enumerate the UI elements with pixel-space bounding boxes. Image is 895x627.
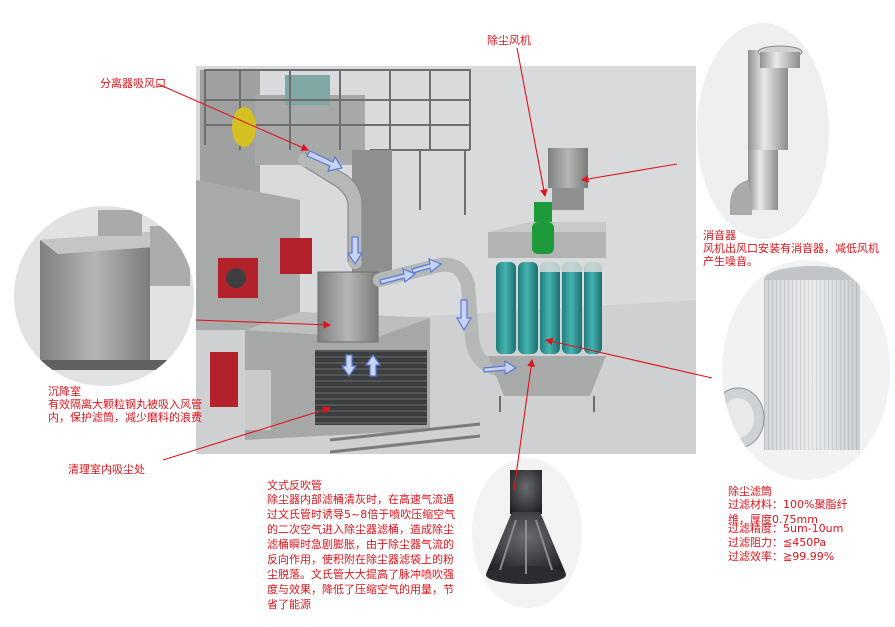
filter-cartridge-inset — [722, 260, 890, 480]
filter-precision-spec: 过滤精度：5um-10um — [728, 522, 844, 535]
silencer-inset — [697, 23, 829, 239]
silencer-desc-line2: 产生噪音。 — [703, 255, 758, 268]
cleaning-room-suction-label: 清理室内吸尘处 — [68, 463, 145, 476]
settling-chamber-desc-line2: 内，保护滤筒，减少磨料的浪费 — [48, 411, 202, 424]
filter-cartridges — [496, 262, 602, 354]
dust-fan-label: 除尘风机 — [487, 34, 531, 47]
airflow-arrows — [306, 150, 518, 378]
separator-inlet-label: 分离器吸风口 — [100, 77, 166, 90]
venturi-description: 除尘器内部滤桶清灰时，在高速气流通过文氏管时诱导5~8倍于喷吹压缩空气的二次空气… — [267, 493, 456, 611]
settling-chamber-inset — [14, 206, 194, 386]
settling-chamber-desc-line1: 有效隔离大颗粒钢丸被吸入风管 — [48, 398, 202, 411]
filter-cartridge-title: 除尘滤筒 — [728, 485, 772, 498]
silencer-title: 消音器 — [703, 229, 736, 242]
silencer-desc-line1: 风机出风口安装有消音器，减低风机 — [703, 242, 879, 255]
filter-material-spec: 过滤材料：100%聚脂纤维，厚度0.75mm — [728, 498, 848, 526]
filter-efficiency-spec: 过滤效率：≧99.99% — [728, 550, 835, 563]
filter-resistance-spec: 过滤阻力：≦450Pa — [728, 536, 827, 549]
settling-chamber-title: 沉降室 — [48, 385, 81, 398]
main-machine-view — [196, 66, 696, 454]
venturi-inset — [472, 458, 582, 608]
leader-lines — [157, 47, 713, 491]
venturi-title: 文式反吹管 — [267, 479, 322, 492]
